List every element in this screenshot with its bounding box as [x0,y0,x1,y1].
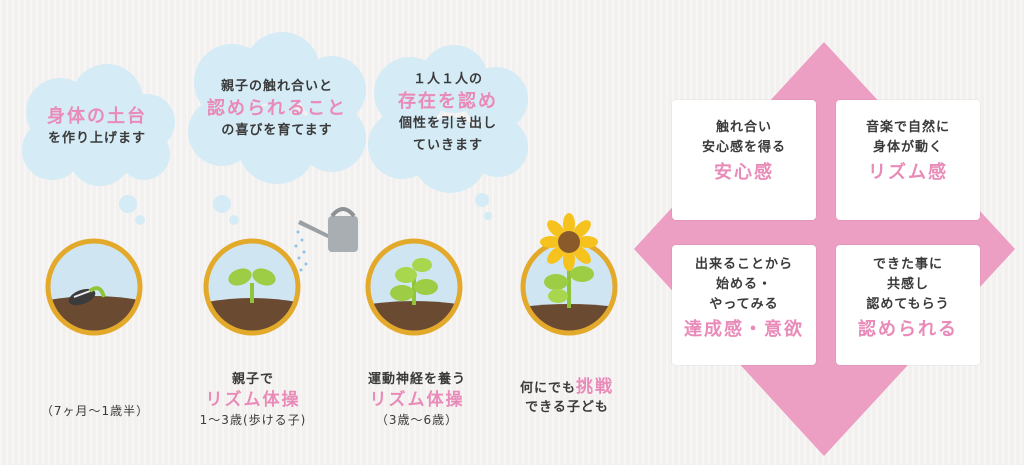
stage-caption-toddler: 親子で リズム体操 1〜3歳(歩ける子) [176,370,330,430]
quadrant-line: やってみる [709,297,779,312]
cloud-bubbles [213,195,239,225]
quadrant-line: 触れ合い [715,120,772,135]
cloud-line: の喜びを育てます [221,123,333,138]
quadrant-achievement: 出来ることから 始める・ やってみる 達成感・意欲 [672,245,816,365]
quadrant-rhythm: 音楽で自然に 身体が動く リズム感 [836,100,980,220]
quadrant-line: 認めてもらう [866,297,950,312]
stage-caption-challenge: 何にでも挑戦 できる子ども [500,376,634,417]
stage-caption-baby: （7ヶ月〜1歳半） [20,402,170,421]
cloud-highlight: 認められること [207,98,347,119]
cloud-parent-child: 親子の触れ合いと 認められること の喜びを育てます [182,32,372,204]
sprout-circle-icon [203,238,301,336]
watering-can-icon [294,207,358,272]
quadrant-line: できた事に [872,257,943,272]
cloud-highlight: 身体の土台 [47,106,147,127]
cloud-recognition: １人１人の 存在を認め 個性を引き出し ていきます [362,45,534,205]
stage-line-pre: 何にでも [519,381,576,396]
cloud-body-foundation: 身体の土台 を作り上げます [12,62,182,202]
cloud-shape [188,32,366,184]
stage-age: （3歳〜6歳） [375,413,459,427]
quadrant-line: 共感し [886,277,929,292]
quadrant-highlight: 安心感 [714,162,774,183]
sunflower-circle-icon [520,213,618,336]
stage-line: 親子で [231,372,274,387]
quadrant-line: 音楽で自然に [865,120,950,135]
cloud-line: ていきます [412,138,483,153]
quadrant-highlight: 達成感・意欲 [684,319,804,340]
quadrant-highlight: 認められる [858,319,958,340]
stage-line: 何にでも挑戦 [500,376,634,398]
quadrant-line: 始める・ [715,277,772,292]
quadrant-line: 出来ることから [694,257,793,272]
stage-age: 1〜3歳(歩ける子) [199,413,307,427]
quadrant-highlight: リズム感 [868,162,948,183]
cloud-highlight: 存在を認め [398,91,498,112]
quadrant-recognized: できた事に 共感し 認めてもらう 認められる [836,245,980,365]
stage-highlight: リズム体操 [369,390,465,410]
plant-circle-icon [365,238,463,336]
cloud-line: 個性を引き出し [398,116,497,131]
stage-line: 運動神経を養う [367,372,466,387]
stage-caption-child: 運動神経を養う リズム体操 （3歳〜6歳） [350,370,484,430]
quadrant-line: 身体が動く [872,140,943,155]
cloud-bubbles [475,193,492,220]
cloud-line: １人１人の [412,72,483,87]
cloud-shape [22,64,175,186]
cloud-line: を作り上げます [47,131,146,146]
quadrant-line: 安心感を得る [701,140,786,155]
stage-highlight: 挑戦 [576,377,614,397]
stage-age: （7ヶ月〜1歳半） [40,404,150,418]
seed-circle-icon [45,238,143,336]
quadrant-security: 触れ合い 安心感を得る 安心感 [672,100,816,220]
cloud-bubbles [119,195,145,225]
stage-line: できる子ども [525,400,609,415]
stage-highlight: リズム体操 [205,390,301,410]
cloud-shape [368,45,528,193]
cloud-line: 親子の触れ合いと [220,79,333,94]
